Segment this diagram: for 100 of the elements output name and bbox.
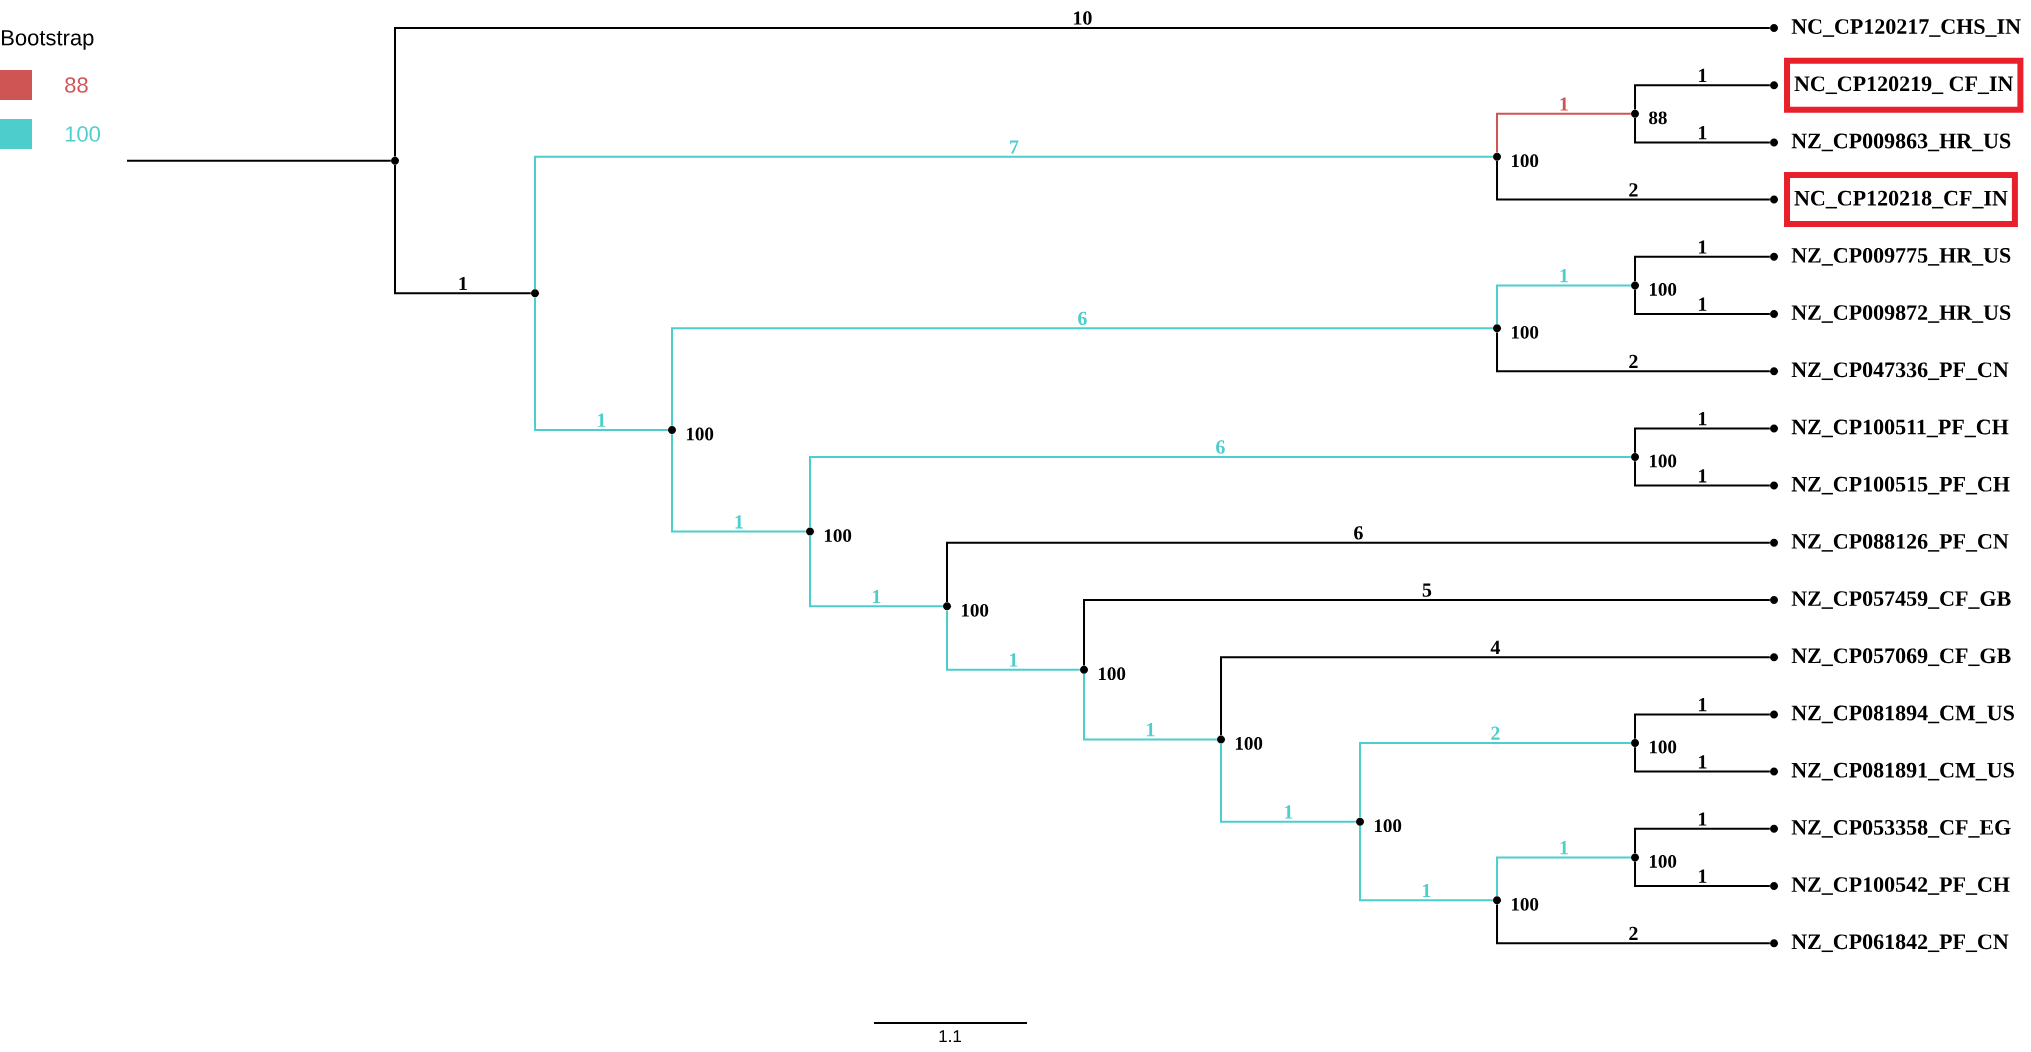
branch-length-label: 1 <box>1696 67 1709 83</box>
branch-line <box>1634 827 1771 855</box>
branch-length-label: 7 <box>1007 139 1020 155</box>
branch-node <box>943 602 951 611</box>
branch-line <box>1496 856 1632 898</box>
branch-line <box>534 155 1494 291</box>
branch-length-label: 6 <box>1352 525 1365 541</box>
branch-node <box>668 426 676 434</box>
taxon-label: NZ_CP047336_PF_CN <box>1791 362 2009 381</box>
branch-line <box>1634 255 1771 283</box>
branch-length-label: 6 <box>1214 439 1227 455</box>
branch-line <box>1634 860 1771 887</box>
branch-length-label: 1 <box>1696 296 1709 312</box>
branch-length-label: 1 <box>870 588 883 605</box>
branch-line <box>1220 742 1357 823</box>
branch-line <box>1496 159 1771 201</box>
branch-node <box>1631 853 1639 862</box>
branch-line <box>1634 84 1771 111</box>
branch-line <box>671 433 807 533</box>
branch-node <box>1080 665 1088 674</box>
branch-node <box>1631 739 1639 747</box>
taxon-label: NZ_CP009863_HR_US <box>1791 133 2011 152</box>
bootstrap-value: 100 <box>1511 154 1539 168</box>
branch-node <box>391 156 399 165</box>
branch-line <box>1359 742 1632 819</box>
bootstrap-value: 88 <box>1649 111 1667 125</box>
branch-line <box>1634 288 1771 315</box>
legend-label: 88 <box>65 77 88 93</box>
legend-label: 100 <box>65 126 101 142</box>
branch-node <box>806 527 814 536</box>
branch-length-label: 1 <box>1696 754 1709 770</box>
branch-length-label: 1 <box>1696 697 1709 713</box>
branch-line <box>946 609 1081 671</box>
branch-line <box>1496 331 1771 373</box>
branch-node <box>1631 109 1639 118</box>
branch-line <box>1083 599 1771 667</box>
branch-line <box>671 327 1494 427</box>
branch-length-label: 1 <box>1144 722 1157 738</box>
bootstrap-value: 100 <box>1649 740 1677 754</box>
branch-line <box>1496 112 1632 154</box>
bootstrap-value: 100 <box>1511 897 1539 911</box>
branch-length-label: 1 <box>456 275 469 292</box>
highlighted-taxon-label: NC_CP120218_CF_IN <box>1784 172 2018 228</box>
branch-line <box>946 541 1771 604</box>
branch-node <box>531 289 539 298</box>
taxon-label: NZ_CP100542_PF_CH <box>1791 877 2010 895</box>
branch-line <box>1496 284 1632 326</box>
bootstrap-value: 100 <box>1098 667 1126 681</box>
branch-node <box>1493 152 1501 161</box>
taxon-label: NZ_CP053358_CF_EG <box>1791 819 2011 838</box>
branch-line <box>1634 713 1771 740</box>
bootstrap-value: 100 <box>1649 855 1677 868</box>
taxon-label: NZ_CP009775_HR_US <box>1791 247 2011 266</box>
branch-node <box>1217 735 1225 744</box>
branch-line <box>1220 656 1771 737</box>
branch-line <box>394 163 532 295</box>
branch-length-label: 1 <box>1696 811 1709 827</box>
branch-length-label: 1 <box>1696 239 1709 255</box>
branch-line <box>809 456 1632 529</box>
branch-length-label: 1 <box>1557 96 1570 112</box>
branch-length-label: 1 <box>1696 468 1709 484</box>
highlighted-taxon-label: NC_CP120219_ CF_IN <box>1784 57 2024 113</box>
branch-length-label: 1 <box>1282 804 1295 820</box>
taxon-label: NZ_CP100515_PF_CH <box>1791 476 2010 495</box>
branch-length-label: 2 <box>1489 725 1502 741</box>
bootstrap-value: 100 <box>1649 454 1677 468</box>
branch-node <box>1631 281 1639 290</box>
branch-node <box>1493 896 1501 905</box>
scale-label: 1.1 <box>939 1030 961 1042</box>
branch-length-label: 1 <box>595 412 608 428</box>
branch-node <box>1631 453 1639 461</box>
branch-length-label: 1 <box>1420 882 1433 899</box>
taxon-label: NZ_CP057459_CF_GB <box>1791 591 2011 609</box>
taxon-label: NZ_CP081891_CM_US <box>1791 762 2014 781</box>
branch-line <box>1083 672 1218 741</box>
branch-length-label: 6 <box>1076 310 1089 327</box>
taxon-label: NZ_CP061842_PF_CN <box>1791 934 2009 953</box>
bootstrap-value: 100 <box>686 427 714 441</box>
branch-length-label: 1 <box>1696 125 1709 141</box>
branch-node <box>1493 324 1501 333</box>
taxon-label: NZ_CP100511_PF_CH <box>1791 419 2009 438</box>
branch-length-label: 5 <box>1420 582 1433 598</box>
legend-title: Bootstrap <box>2 30 94 50</box>
taxon-label: NZ_CP009872_HR_US <box>1791 305 2011 323</box>
bootstrap-value: 100 <box>1374 819 1402 833</box>
branch-length-label: 1 <box>1557 840 1570 856</box>
branch-length-label: 2 <box>1627 925 1640 941</box>
taxon-label: NZ_CP081894_CM_US <box>1791 705 2014 724</box>
branch-length-label: 2 <box>1627 182 1640 198</box>
bootstrap-value: 100 <box>1235 737 1263 750</box>
branch-length-label: 1 <box>1007 652 1020 668</box>
bootstrap-value: 100 <box>824 529 852 542</box>
bootstrap-value: 100 <box>961 603 989 617</box>
branch-line <box>809 534 944 608</box>
branch-line <box>1634 460 1771 487</box>
branch-length-label: 1 <box>732 514 745 530</box>
bootstrap-value: 100 <box>1649 283 1677 296</box>
branch-length-label: 10 <box>1071 10 1094 26</box>
branch-line <box>126 159 392 162</box>
branch-length-label: 4 <box>1489 639 1502 655</box>
